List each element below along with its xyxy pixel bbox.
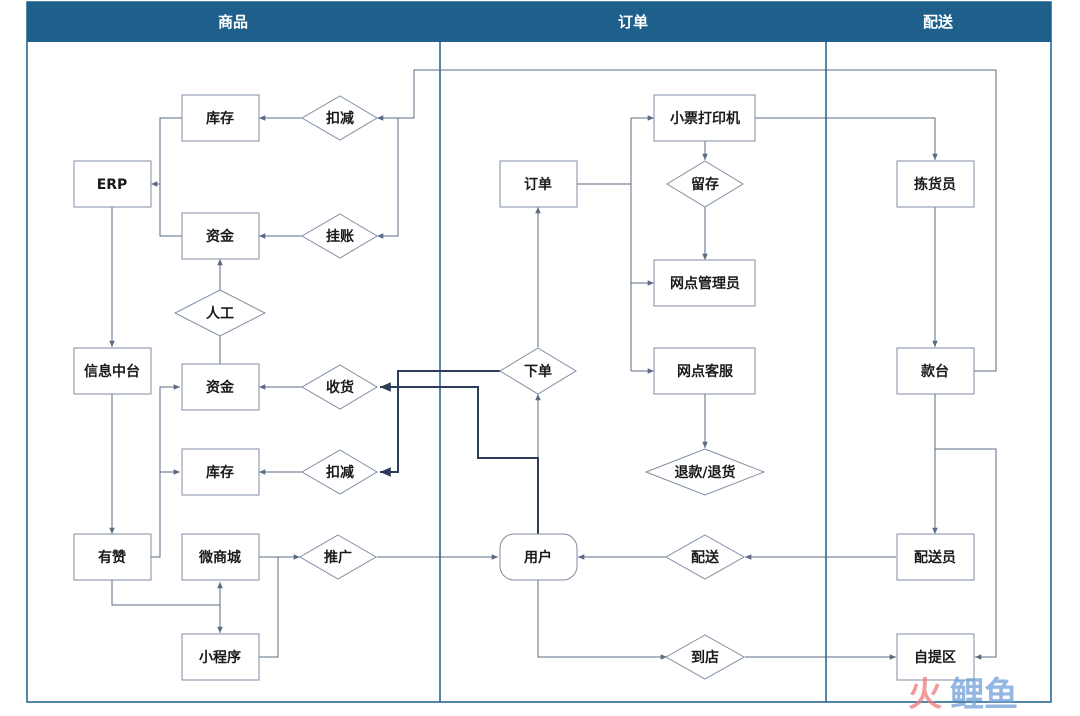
node-youzan: 有赞 bbox=[73, 533, 152, 581]
svg-text:微商城: 微商城 bbox=[198, 549, 241, 566]
svg-text:扣减: 扣减 bbox=[326, 110, 354, 127]
node-kucun-top: 库存 bbox=[181, 94, 260, 142]
svg-text:人工: 人工 bbox=[206, 305, 234, 322]
node-yonghu: 用户 bbox=[499, 533, 578, 581]
lane-title-order: 订单 bbox=[618, 13, 648, 31]
node-xiaochengxu: 小程序 bbox=[181, 633, 260, 681]
svg-text:拣货员: 拣货员 bbox=[914, 176, 956, 193]
node-liucun: 留存 bbox=[666, 160, 744, 208]
lane-title-delivery: 配送 bbox=[923, 13, 954, 31]
svg-text:小程序: 小程序 bbox=[199, 649, 241, 666]
svg-text:网点客服: 网点客服 bbox=[677, 363, 734, 380]
node-koujian-top: 扣减 bbox=[301, 95, 378, 141]
node-zijin-mid: 资金 bbox=[181, 363, 260, 411]
node-peisong-decision: 配送 bbox=[664, 534, 746, 580]
svg-text:ERP: ERP bbox=[97, 177, 128, 193]
svg-text:库存: 库存 bbox=[206, 110, 234, 127]
node-xiadan: 下单 bbox=[499, 347, 577, 395]
svg-text:网点管理员: 网点管理员 bbox=[670, 275, 740, 292]
svg-text:配送: 配送 bbox=[691, 549, 720, 566]
node-peisongyuan: 配送员 bbox=[896, 533, 975, 581]
node-daodian: 到店 bbox=[664, 634, 746, 680]
svg-text:鲤鱼: 鲤鱼 bbox=[950, 675, 1018, 715]
edges bbox=[109, 69, 997, 660]
svg-text:推广: 推广 bbox=[324, 549, 352, 566]
node-xinxi: 信息中台 bbox=[73, 347, 152, 395]
node-weishangcheng: 微商城 bbox=[181, 533, 260, 581]
svg-text:小票打印机: 小票打印机 bbox=[670, 110, 740, 127]
node-kuantai: 款台 bbox=[896, 347, 975, 395]
node-wangdian-kf: 网点客服 bbox=[653, 347, 756, 395]
svg-text:挂账: 挂账 bbox=[326, 228, 354, 245]
node-xiaopiao: 小票打印机 bbox=[653, 94, 756, 142]
svg-text:火: 火 bbox=[908, 675, 942, 715]
lane-title-goods: 商品 bbox=[218, 13, 248, 31]
svg-text:到店: 到店 bbox=[691, 649, 719, 666]
node-shouhuo: 收货 bbox=[301, 364, 378, 410]
node-tuiguang: 推广 bbox=[299, 534, 377, 580]
svg-text:扣减: 扣减 bbox=[326, 464, 354, 481]
svg-text:资金: 资金 bbox=[206, 228, 235, 245]
lane-header-bar bbox=[27, 2, 1051, 42]
svg-text:资金: 资金 bbox=[206, 379, 235, 396]
node-ziti: 自提区 bbox=[896, 633, 975, 681]
svg-text:下单: 下单 bbox=[524, 363, 552, 380]
svg-text:留存: 留存 bbox=[691, 176, 719, 193]
svg-text:有赞: 有赞 bbox=[98, 549, 126, 566]
svg-text:退款/退货: 退款/退货 bbox=[674, 464, 735, 481]
svg-text:收货: 收货 bbox=[326, 379, 354, 396]
svg-text:配送员: 配送员 bbox=[914, 549, 956, 566]
node-wangdian-gly: 网点管理员 bbox=[653, 259, 756, 307]
node-jianhuo: 拣货员 bbox=[896, 160, 975, 208]
node-rengong: 人工 bbox=[173, 289, 267, 337]
node-koujian-bot: 扣减 bbox=[301, 449, 378, 495]
node-guazhang: 挂账 bbox=[301, 213, 378, 259]
svg-text:库存: 库存 bbox=[206, 464, 234, 481]
node-erp: ERP bbox=[73, 160, 152, 208]
watermark-logo: 火 鲤鱼 bbox=[908, 675, 1018, 715]
node-zijin-top: 资金 bbox=[181, 212, 260, 260]
svg-text:用户: 用户 bbox=[524, 549, 552, 566]
svg-text:信息中台: 信息中台 bbox=[84, 363, 140, 380]
node-dingdan: 订单 bbox=[499, 160, 578, 208]
svg-text:款台: 款台 bbox=[921, 363, 949, 380]
svg-text:自提区: 自提区 bbox=[914, 649, 956, 666]
node-tuikuan: 退款/退货 bbox=[644, 448, 766, 496]
svg-text:订单: 订单 bbox=[524, 176, 552, 193]
node-kucun-bot: 库存 bbox=[181, 448, 260, 496]
